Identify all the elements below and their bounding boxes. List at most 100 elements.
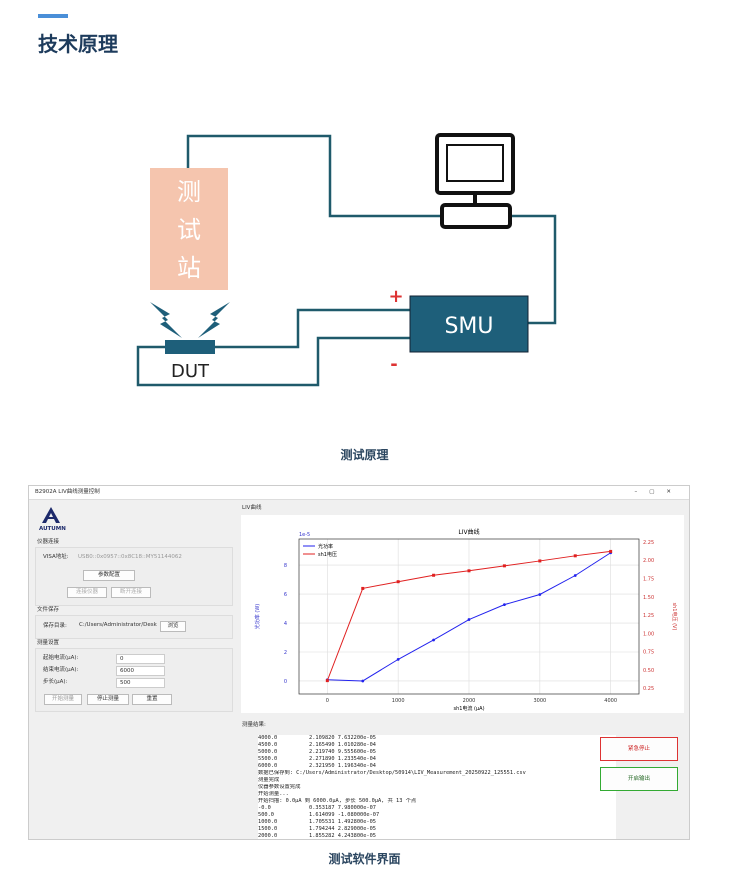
logo-text: AUTUMN [39,526,66,532]
y-axis-label: 光功率 (W) [254,604,261,629]
log-line: 2000.0 1.855282 4.243800e-05 [258,833,376,839]
y2-tick-label: 0.50 [643,668,654,674]
start-measure-button[interactable]: 开始测量 [44,694,82,705]
y2-tick-label: 2.00 [643,558,654,564]
wire-smu-plus [215,308,410,349]
y2-tick-label: 1.75 [643,576,654,582]
conn-group: VISA地址: USB0::0x0957::0x8C18::MY51144062… [35,547,233,606]
data-point [467,618,471,621]
reset-button[interactable]: 重置 [132,694,172,705]
result-label: 测量结果: [242,722,266,728]
data-point [502,564,506,568]
log-line: 1500.0 1.794244 2.829000e-05 [258,826,376,832]
title-bar: B2902A LIV曲线测量控制 –▢✕ [29,486,689,500]
log-line: 4000.0 2.109820 7.632200e-05 [258,735,376,741]
maximize-button[interactable]: ▢ [649,489,667,495]
minimize-button[interactable]: – [634,489,650,495]
step-input[interactable]: 500 [116,678,165,688]
diagram-caption: 测试原理 [340,448,389,462]
data-point [396,580,400,584]
log-line: 开始测量... [258,791,289,797]
y2-tick-label: 2.25 [643,540,654,546]
x-tick-label: 2000 [463,698,476,704]
minus-sign: - [390,354,397,375]
y2-tick-label: 1.50 [643,595,654,601]
stop-measure-button[interactable]: 停止测量 [87,694,129,705]
data-point [503,603,506,607]
log-line: 5000.0 2.219740 9.555600e-05 [258,749,376,755]
station-char: 试 [177,216,201,244]
disconnect-button[interactable]: 断开连接 [111,587,151,598]
principle-diagram: 测 试 站 SMU + - DUT [136,133,557,387]
visa-value: USB0::0x0957::0x8C18::MY51144062 [78,554,182,560]
log-line: 仪器参数设置完成 [258,784,301,790]
dut-label: DUT [171,361,210,382]
dir-input[interactable]: C:/Users/Administrator/Deskt [79,622,157,628]
data-point [432,573,436,577]
dir-label: 保存目录: [43,623,67,629]
computer-icon [435,133,515,229]
dut-box [165,340,215,354]
x-axis-label: sh1电流 (μA) [453,705,484,712]
config-button[interactable]: 参数配置 [83,570,135,581]
y2-tick-label: 0.25 [643,686,654,692]
meas-group-title: 测量设置 [37,640,60,646]
y-tick-label: 0 [284,679,287,685]
y2-tick-label: 1.00 [643,631,654,637]
test-station-box [150,168,228,290]
title-accent-bar [38,14,68,18]
smu-box [409,295,529,353]
data-point [538,559,542,563]
data-point [361,679,365,683]
data-point [573,574,577,577]
visa-label: VISA地址: [43,554,69,560]
station-char: 测 [177,178,201,206]
end-label: 结束电流(μA): [43,667,79,673]
log-line: 测量完成 [258,777,280,783]
start-current-input[interactable]: 0 [116,654,165,664]
smu-label: SMU [444,314,493,339]
data-point [467,569,471,573]
connect-button[interactable]: 连接仪器 [67,587,107,598]
page-title: 技术原理 [38,32,118,56]
x-tick-label: 3000 [533,698,546,704]
x-tick-label: 1000 [392,698,405,704]
log-line: 数据已保存到: C:/Users/Administrator/Desktop/5… [258,770,526,776]
x-tick-label: 4000 [604,698,617,704]
data-point [609,549,613,553]
meas-group: 起始电流(μA): 0 结束电流(μA): 6000 步长(μA): 500 开… [35,648,233,712]
emergency-stop-button[interactable]: 紧急停止 [600,737,678,761]
end-current-input[interactable]: 6000 [116,666,165,676]
browse-button[interactable]: 浏览 [160,621,186,632]
legend-label: sh1电压 [318,551,337,558]
y-tick-label: 2 [284,650,287,656]
enable-output-button[interactable]: 开启输出 [600,767,678,791]
plus-sign: + [388,286,403,307]
log-line: 1000.0 1.705531 1.492800e-05 [258,819,376,825]
start-label: 起始电流(μA): [43,655,79,661]
wire-station-pc [186,134,440,218]
close-button[interactable]: ✕ [666,489,683,495]
software-caption: 测试软件界面 [328,852,401,866]
wire-pc-smu [510,214,557,325]
logo-icon [42,507,60,523]
log-line: 6000.0 2.321950 1.196340e-04 [258,763,376,769]
log-line: 4500.0 2.165490 1.010280e-04 [258,742,376,748]
data-point [432,638,435,642]
y-tick-label: 6 [284,592,287,598]
log-line: 开始扫描: 0.0μA 到 6000.0μA, 步长 500.0μA, 共 13… [258,798,417,804]
data-point [325,679,329,683]
liv-label: LIV曲线 [242,505,262,511]
data-point [573,554,577,558]
file-group-title: 文件保存 [37,607,60,613]
log-line: -0.0 0.353187 7.980000e-07 [258,805,376,811]
data-point [538,593,542,596]
y-exponent: 1e-5 [299,532,310,538]
software-window: B2902A LIV曲线测量控制 –▢✕ AUTUMN 仪器连接 VISA地址:… [28,485,690,840]
step-label: 步长(μA): [43,679,68,685]
data-point [361,586,365,590]
y2-tick-label: 0.75 [643,650,654,656]
plot-frame [298,538,640,695]
